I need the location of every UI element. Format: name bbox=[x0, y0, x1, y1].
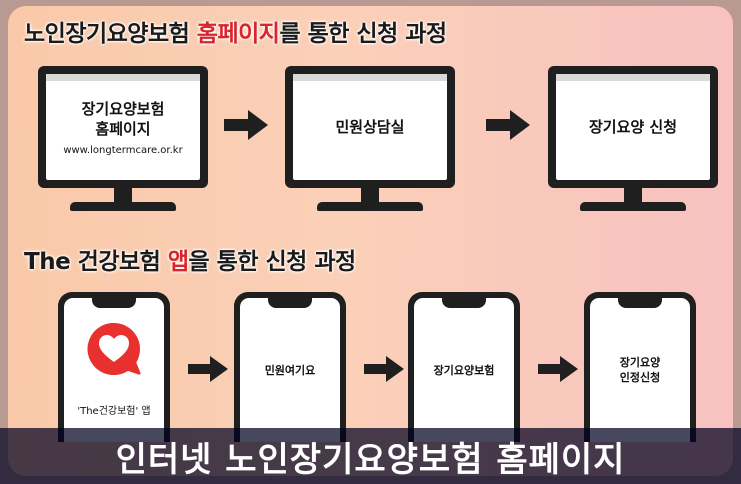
monitor-complaint-center: 민원상담실 bbox=[285, 66, 455, 216]
section2-heading-pre: The 건강보험 bbox=[24, 249, 168, 275]
homepage-title-line2: 홈페이지 bbox=[95, 119, 151, 138]
phone-notch bbox=[618, 298, 662, 308]
monitor-title-bar bbox=[556, 74, 710, 81]
longterm-application-title: 장기요양 신청 bbox=[588, 118, 678, 136]
arrow-right-icon bbox=[188, 356, 228, 382]
section1-heading-post: 를 통한 신청 과정 bbox=[279, 21, 447, 47]
monitor-screen: 장기요양 신청 bbox=[556, 74, 710, 180]
monitor-homepage: 장기요양보험 홈페이지 www.longtermcare.or.kr bbox=[38, 66, 208, 216]
monitor-title-bar bbox=[293, 74, 447, 81]
longterm-insurance-title: 장기요양보험 bbox=[433, 363, 495, 377]
video-subtitle-bar: 인터넷 노인장기요양보험 홈페이지 bbox=[0, 428, 741, 484]
app-name-label: 'The건강보험' 앱 bbox=[77, 406, 151, 417]
phone-screen: 민원여기요 bbox=[240, 298, 340, 442]
monitor-neck bbox=[624, 188, 642, 204]
monitor-title-bar bbox=[46, 74, 200, 81]
complaint-center-title: 민원상담실 bbox=[335, 118, 405, 136]
monitor-neck bbox=[114, 188, 132, 204]
phone-longterm-insurance: 장기요양보험 bbox=[408, 292, 520, 442]
phone-app: 'The건강보험' 앱 bbox=[58, 292, 170, 442]
section2-heading-post: 을 통한 신청 과정 bbox=[188, 249, 357, 275]
phone-notch bbox=[442, 298, 486, 308]
phone-complaint-service: 민원여기요 bbox=[234, 292, 346, 442]
phone-screen: 장기요양 인정신청 bbox=[590, 298, 690, 442]
slide-canvas: 노인장기요양보험 홈페이지를 통한 신청 과정 장기요양보험 홈페이지 www.… bbox=[8, 6, 733, 476]
monitor-neck bbox=[361, 188, 379, 204]
monitor-screen: 장기요양보험 홈페이지 www.longtermcare.or.kr bbox=[46, 74, 200, 180]
monitor-base bbox=[70, 202, 176, 211]
monitor-screen: 민원상담실 bbox=[293, 74, 447, 180]
arrow-right-icon bbox=[538, 356, 578, 382]
section1-heading: 노인장기요양보험 홈페이지를 통한 신청 과정 bbox=[24, 14, 447, 48]
phone-notch bbox=[92, 298, 136, 308]
arrow-right-icon bbox=[364, 356, 404, 382]
monitor-base bbox=[317, 202, 423, 211]
video-subtitle-text: 인터넷 노인장기요양보험 홈페이지 bbox=[115, 439, 626, 480]
section2-heading-accent: 앱 bbox=[167, 249, 189, 275]
certification-title-line1: 장기요양 bbox=[619, 356, 661, 369]
monitor-base bbox=[580, 202, 686, 211]
section2-heading: The 건강보험 앱을 통한 신청 과정 bbox=[24, 242, 356, 276]
section1-heading-accent: 홈페이지 bbox=[196, 21, 280, 47]
arrow-right-icon bbox=[224, 110, 268, 140]
health-insurance-app-icon bbox=[87, 322, 141, 375]
homepage-url: www.longtermcare.or.kr bbox=[63, 144, 183, 156]
section1-heading-pre: 노인장기요양보험 bbox=[24, 21, 197, 47]
homepage-title-line1: 장기요양보험 bbox=[81, 99, 165, 118]
arrow-right-icon bbox=[486, 110, 530, 140]
monitor-longterm-application: 장기요양 신청 bbox=[548, 66, 718, 216]
complaint-service-title: 민원여기요 bbox=[264, 363, 316, 377]
phone-screen: 'The건강보험' 앱 bbox=[64, 298, 164, 442]
phone-screen: 장기요양보험 bbox=[414, 298, 514, 442]
phone-notch bbox=[268, 298, 312, 308]
certification-title-line2: 인정신청 bbox=[619, 371, 661, 384]
phone-certification-application: 장기요양 인정신청 bbox=[584, 292, 696, 442]
